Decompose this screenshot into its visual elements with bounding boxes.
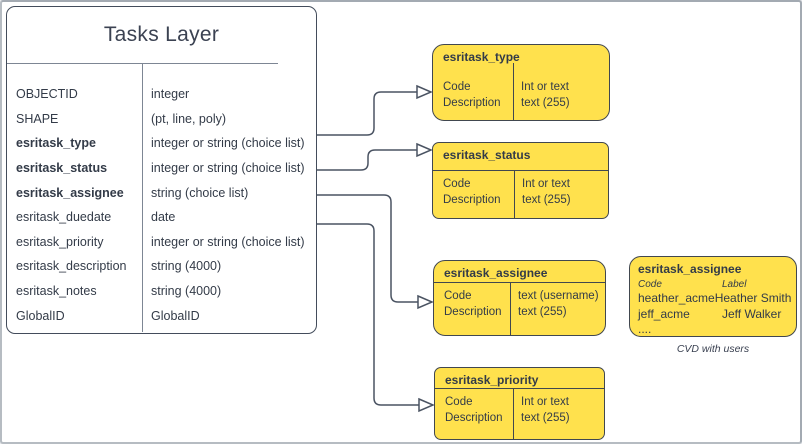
domain-title-divider [434, 282, 605, 283]
domain-title-divider [435, 388, 604, 389]
cvd-table: Code Label heather_acme Heather Smith je… [638, 278, 792, 338]
field-list: OBJECTID integer SHAPE (pt, line, poly) … [7, 82, 316, 328]
field-row: esritask_duedate date [7, 205, 316, 230]
field-type: date [151, 210, 176, 225]
cvd-code: .... [638, 322, 652, 336]
field-row: esritask_type integer or string (choice … [7, 131, 316, 156]
domain-field-names: Code Description [445, 394, 503, 426]
domain-title: esritask_assignee [444, 266, 548, 280]
domain-field-types: Int or text text (255) [522, 176, 571, 208]
field-type: (pt, line, poly) [151, 111, 227, 126]
domain-field-types: text (username) text (255) [518, 288, 599, 320]
cvd-users-box: esritask_assignee Code Label heather_acm… [629, 256, 797, 337]
domain-title-divider [433, 170, 608, 171]
domain-box-esritask-priority: esritask_priority Code Description Int o… [434, 367, 605, 440]
domain-type: text (255) [521, 97, 570, 109]
cvd-code: jeff_acme [638, 306, 690, 321]
field-type: integer [151, 87, 190, 102]
domain-title: esritask_type [443, 50, 520, 64]
field-name: esritask_description [16, 259, 127, 274]
field-type: string (4000) [151, 284, 222, 299]
connector-esritask-status [317, 149, 417, 171]
field-row: esritask_notes string (4000) [7, 279, 316, 304]
domain-field: Code [443, 178, 471, 190]
domain-field: Description [443, 97, 501, 109]
domain-column-divider [514, 170, 515, 218]
domain-type: text (255) [522, 194, 571, 206]
domain-box-esritask-assignee: esritask_assignee Code Description text … [433, 260, 606, 336]
field-name: esritask_status [16, 161, 108, 176]
field-name: GlobalID [16, 308, 65, 323]
domain-column-divider [513, 388, 514, 439]
cvd-row: jeff_acme Jeff Walker [638, 307, 790, 323]
field-row: esritask_assignee string (choice list) [7, 180, 316, 205]
domain-type: Int or text [521, 396, 569, 408]
cvd-code: heather_acme [638, 291, 715, 305]
open-arrowhead-icon [416, 142, 433, 158]
domain-type: Int or text [521, 81, 569, 93]
field-type: integer or string (choice list) [151, 136, 305, 151]
column-divider [142, 64, 143, 332]
domain-field: Code [444, 290, 472, 302]
field-type: string (4000) [151, 259, 222, 274]
field-row: esritask_priority integer or string (cho… [7, 230, 316, 255]
field-row: GlobalID GlobalID [7, 303, 316, 328]
domain-field: Code [443, 81, 471, 93]
field-row: esritask_description string (4000) [7, 254, 316, 279]
open-arrowhead-icon [418, 397, 435, 413]
tasks-layer-box: Tasks Layer OBJECTID integer SHAPE (pt, … [6, 6, 317, 334]
connector-esritask-assignee [317, 194, 418, 303]
field-type: integer or string (choice list) [151, 234, 305, 249]
domain-field: Description [444, 306, 502, 318]
domain-field-names: Code Description [443, 79, 501, 111]
domain-type: Int or text [522, 178, 570, 190]
domain-field-types: Int or text text (255) [521, 394, 570, 426]
cvd-col-header: Label [722, 279, 747, 290]
cvd-row: heather_acme Heather Smith [638, 291, 792, 307]
domain-title: esritask_priority [445, 373, 539, 387]
cvd-row: .... [638, 322, 790, 338]
domain-field-types: Int or text text (255) [521, 79, 570, 111]
domain-type: text (username) [518, 290, 599, 302]
cvd-caption: CVD with users [676, 343, 750, 355]
field-row: SHAPE (pt, line, poly) [7, 107, 316, 132]
field-name: SHAPE [16, 111, 59, 126]
field-name: OBJECTID [16, 87, 78, 102]
connector-esritask-priority [317, 223, 419, 406]
tasks-layer-title: Tasks Layer [103, 23, 220, 46]
field-type: GlobalID [151, 308, 200, 323]
domain-box-esritask-status: esritask_status Code Description Int or … [432, 142, 609, 219]
domain-field-names: Code Description [444, 288, 502, 320]
field-name: esritask_priority [16, 234, 104, 249]
connector-esritask-type [317, 91, 417, 136]
domain-column-divider [510, 282, 511, 335]
domain-type: text (255) [521, 412, 570, 424]
cvd-label: Jeff Walker [722, 306, 782, 321]
domain-field: Description [445, 412, 503, 424]
field-row: esritask_status integer or string (choic… [7, 156, 316, 181]
domain-field: Description [443, 194, 501, 206]
field-name: esritask_type [16, 136, 96, 151]
cvd-header-row: Code Label [638, 278, 790, 291]
domain-field-names: Code Description [443, 176, 501, 208]
domain-box-esritask-type: esritask_type Code Description Int or te… [432, 44, 610, 121]
field-name: esritask_assignee [16, 185, 124, 200]
cvd-title: esritask_assignee [638, 262, 742, 276]
domain-field: Code [445, 396, 473, 408]
field-row: OBJECTID integer [7, 82, 316, 107]
field-type: string (choice list) [151, 185, 249, 200]
open-arrowhead-icon [416, 84, 433, 100]
domain-column-divider [513, 63, 514, 120]
field-type: integer or string (choice list) [151, 161, 305, 176]
cvd-col-header: Code [638, 279, 662, 290]
cvd-label: Heather Smith [714, 291, 792, 305]
title-divider [7, 63, 278, 64]
domain-title: esritask_status [443, 148, 531, 162]
field-name: esritask_duedate [16, 210, 112, 225]
domain-type: text (255) [518, 306, 567, 318]
field-name: esritask_notes [16, 284, 97, 299]
open-arrowhead-icon [417, 294, 434, 310]
